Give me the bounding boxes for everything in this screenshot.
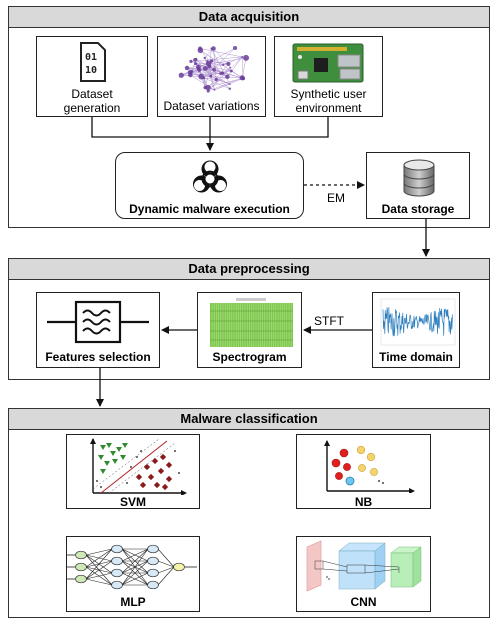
svg-text:01: 01 <box>85 52 97 63</box>
nb-box: NB <box>296 434 431 509</box>
mlp-network <box>67 544 197 590</box>
connector-dataset-generation <box>91 117 210 138</box>
spectrogram-label: Spectrogram <box>212 350 287 364</box>
time-domain-label: Time domain <box>379 350 453 364</box>
dataset-generation-label: Dataset generation <box>63 87 121 115</box>
cnn-box: CNN <box>296 536 431 612</box>
svm-plot <box>90 438 187 495</box>
svm-label: SVM <box>119 495 146 509</box>
binary-file-icon: 01 10 <box>80 42 106 82</box>
time-domain-signal <box>380 298 456 346</box>
svg-text:10: 10 <box>85 65 97 76</box>
database-icon <box>403 159 435 197</box>
data-preprocessing-title: Data preprocessing <box>9 259 489 280</box>
stft-label: STFT <box>314 314 344 328</box>
time-domain-box: Time domain <box>372 292 460 368</box>
features-selection-label: Features selection <box>45 350 151 364</box>
filter-icon <box>47 300 149 344</box>
dataset-generation-box: 01 10 Dataset generation <box>36 36 148 117</box>
nb-label: NB <box>354 495 373 509</box>
biohazard-icon <box>193 160 227 193</box>
network-graph-icon <box>178 45 250 93</box>
features-selection-box: Features selection <box>36 292 160 368</box>
dataset-variations-box: Dataset variations <box>157 36 266 117</box>
raspberry-pi-icon <box>292 43 364 83</box>
mlp-box: MLP <box>66 536 200 612</box>
svm-box: SVM <box>66 434 200 509</box>
connector-synthetic-env <box>210 117 329 138</box>
dataset-variations-label: Dataset variations <box>163 99 260 113</box>
data-storage-label: Data storage <box>381 202 455 216</box>
cnn-label: CNN <box>350 595 377 609</box>
mlp-label: MLP <box>120 595 146 609</box>
cnn-architecture <box>306 540 422 592</box>
data-acquisition-title: Data acquisition <box>9 7 489 28</box>
nb-plot <box>324 440 415 493</box>
malware-classification-title: Malware classification <box>9 409 489 430</box>
em-label: EM <box>327 191 345 205</box>
spectrogram-image <box>206 297 295 349</box>
malware-execution-label: Dynamic malware execution <box>129 202 290 216</box>
malware-execution-box: Dynamic malware execution <box>115 152 304 219</box>
spectrogram-box: Spectrogram <box>197 292 302 368</box>
synthetic-env-box: Synthetic user environment <box>274 36 383 117</box>
data-storage-box: Data storage <box>366 152 470 219</box>
synthetic-env-label: Synthetic user environment <box>290 87 367 115</box>
